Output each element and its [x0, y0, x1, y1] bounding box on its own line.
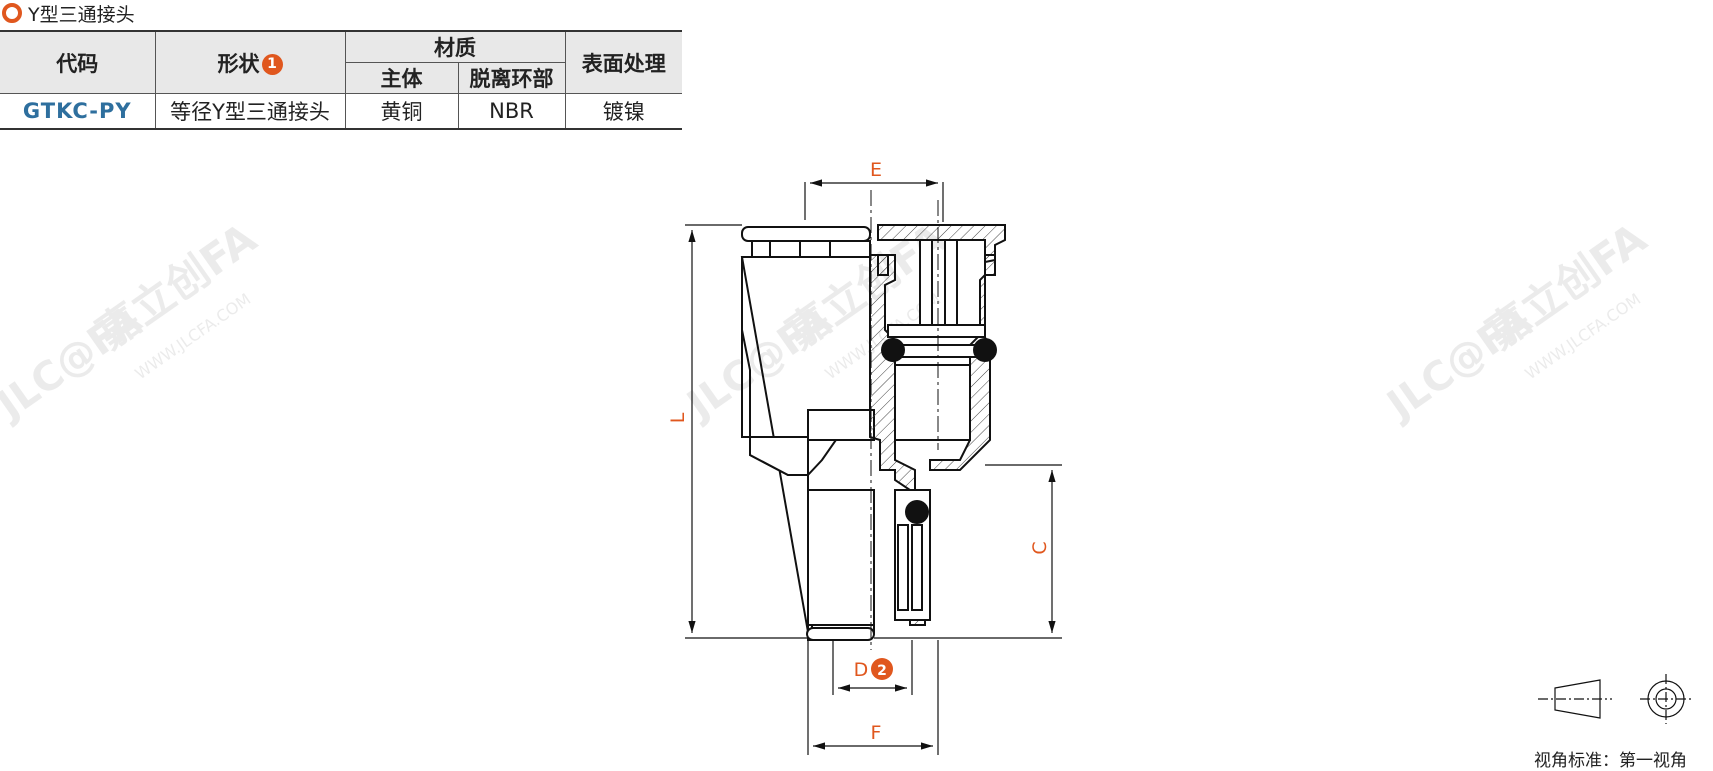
main-bore [894, 364, 971, 441]
section-title-text: Y型三通接头 [28, 3, 135, 26]
dim-F-label: F [871, 722, 882, 744]
dim-L-label: L [667, 412, 689, 423]
surface-cell: 镀镍 [564, 93, 682, 130]
bottom-body [807, 489, 875, 626]
center-lines [870, 190, 939, 650]
col-shape-label: 形状 [217, 51, 260, 76]
watermark-left: JLC@FA 嘉立创FA WWW.JLCFA.COM [0, 213, 266, 430]
release-ring-cell: NBR [457, 93, 566, 130]
circle-bullet-icon [2, 3, 22, 23]
o-ring-top-right [973, 338, 997, 362]
note-1-badge: 1 [261, 54, 283, 75]
dim-D-label: D [854, 659, 869, 681]
col-surface-header: 表面处理 [564, 30, 682, 94]
table-row: GTKC-PY 等径Y型三通接头 黄铜 NBR 镀镍 [0, 93, 682, 130]
view-standard-label: 视角标准：第一视角 [1534, 751, 1687, 771]
lower-collet-finger [897, 524, 909, 611]
dimension-lines [685, 179, 1062, 755]
o-ring-top-left [881, 338, 905, 362]
note-2-badge-circle [871, 658, 893, 680]
col-release-ring-header: 脱离环部 [457, 62, 565, 94]
first-angle-projection-icon [1538, 674, 1692, 724]
dim-C-label: C [1029, 541, 1051, 554]
fitting-exterior [740, 226, 875, 641]
o-rings [881, 338, 997, 524]
col-material-header: 材质 [344, 30, 566, 63]
code-cell: GTKC-PY [0, 93, 156, 130]
top-left-release-ring [741, 226, 871, 242]
col-code-header: 代码 [0, 30, 156, 94]
o-ring-bottom [905, 500, 929, 524]
middle-collar [807, 409, 875, 441]
bottom-release-ring [806, 627, 875, 641]
note-2-badge-text: 2 [877, 663, 887, 679]
collet-finger-right [944, 239, 958, 336]
main-body-cell: 黄铜 [344, 93, 459, 130]
collet-base [887, 324, 986, 338]
collet-finger-left [919, 239, 933, 336]
right-wall-section [929, 255, 991, 471]
col-main-body-header: 主体 [345, 62, 459, 94]
lower-collet-finger-2 [911, 524, 923, 611]
dim-E-label: E [870, 159, 882, 181]
body-transition [749, 436, 809, 476]
watermark-right: JLC@FA 嘉立创FA WWW.JLCFA.COM [1377, 213, 1656, 430]
section-title: Y型三通接头 [0, 0, 135, 26]
shape-cell: 等径Y型三通接头 [154, 93, 346, 130]
